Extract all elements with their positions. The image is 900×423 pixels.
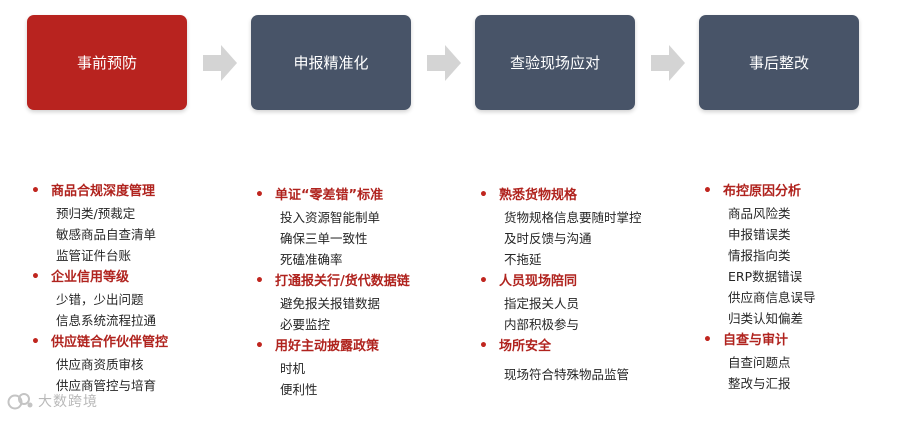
list-item: 便利性 — [280, 382, 318, 397]
bullet-icon: • — [703, 332, 712, 348]
list-item: 自查问题点 — [728, 355, 791, 370]
group-title-text: 供应链合作伙伴管控 — [51, 335, 169, 350]
list-item: 供应商资质审核 — [56, 357, 144, 372]
list-item: 内部积极参与 — [504, 317, 580, 332]
list-item: 时机 — [280, 361, 306, 376]
watermark: 大数跨境 — [6, 391, 98, 411]
list-item: 敏感商品自查清单 — [56, 227, 157, 242]
bullet-icon: • — [703, 183, 712, 199]
bullet-icon: • — [255, 187, 264, 203]
list-item: 货物规格信息要随时掌控 — [504, 210, 642, 225]
stage-label: 事后整改 — [748, 54, 809, 72]
list-item: 少错，少出问题 — [56, 292, 144, 307]
stage-prevention: 事前预防 — [27, 15, 187, 110]
bullet-icon: • — [31, 183, 40, 199]
list-item: 供应商信息误导 — [728, 290, 816, 305]
bullet-icon: • — [31, 334, 40, 350]
list-item: 必要监控 — [280, 317, 331, 332]
watermark-text: 大数跨境 — [38, 394, 98, 410]
group: • 熟悉货物规格 货物规格信息要随时掌控 及时反馈与沟通 不拖延 — [475, 184, 642, 270]
list-item: 信息系统流程拉通 — [56, 313, 157, 328]
group-title-text: 企业信用等级 — [51, 270, 130, 285]
list-item: 整改与汇报 — [728, 376, 791, 391]
list-item: 申报错误类 — [728, 227, 791, 242]
column-inspection: • 熟悉货物规格 货物规格信息要随时掌控 及时反馈与沟通 不拖延 • 人员现场陪同 … — [475, 184, 642, 385]
column-rectification: • 布控原因分析 商品风险类 申报错误类 情报指向类 ERP数据错误 供应商信息误… — [699, 180, 816, 394]
group-title-text: 打通报关行/货代数据链 — [275, 274, 410, 289]
list-item: 及时反馈与沟通 — [504, 231, 592, 246]
group-title: • 布控原因分析 — [699, 180, 816, 203]
group: • 打通报关行/货代数据链 避免报关报错数据 必要监控 — [251, 270, 410, 335]
list-item: 归类认知偏差 — [728, 311, 804, 326]
list-item: 监管证件台账 — [56, 248, 132, 263]
group-title: • 自查与审计 — [699, 329, 816, 352]
group-title-text: 用好主动披露政策 — [275, 339, 380, 354]
list-item: 死磕准确率 — [280, 252, 343, 267]
group-title-text: 商品合规深度管理 — [51, 184, 156, 199]
group: • 供应链合作伙伴管控 供应商资质审核 供应商管控与培育 — [27, 331, 168, 396]
stage-label: 事前预防 — [76, 54, 137, 72]
group-title-text: 单证“零差错”标准 — [275, 188, 384, 203]
list-item: 情报指向类 — [728, 248, 791, 263]
column-declaration: • 单证“零差错”标准 投入资源智能制单 确保三单一致性 死磕准确率 • 打通报关行… — [251, 184, 410, 400]
group-title: • 单证“零差错”标准 — [251, 184, 410, 207]
list-item: 指定报关人员 — [504, 296, 580, 311]
group-title-text: 布控原因分析 — [723, 184, 802, 199]
list-item: 投入资源智能制单 — [280, 210, 381, 225]
group-title: • 供应链合作伙伴管控 — [27, 331, 168, 354]
group-title: • 场所安全 — [475, 335, 642, 358]
group-title: • 人员现场陪同 — [475, 270, 642, 293]
group-title: • 商品合规深度管理 — [27, 180, 168, 203]
group: • 企业信用等级 少错，少出问题 信息系统流程拉通 — [27, 266, 168, 331]
bullet-icon: • — [255, 338, 264, 354]
group-title: • 企业信用等级 — [27, 266, 168, 289]
list-item: 商品风险类 — [728, 206, 791, 221]
arrow-right-icon — [427, 45, 461, 81]
group: • 商品合规深度管理 预归类/预裁定 敏感商品自查清单 监管证件台账 — [27, 180, 168, 266]
group-title-text: 自查与审计 — [723, 333, 789, 348]
group-title: • 熟悉货物规格 — [475, 184, 642, 207]
list-item: 避免报关报错数据 — [280, 296, 381, 311]
bullet-icon: • — [479, 187, 488, 203]
bullet-icon: • — [479, 273, 488, 289]
group: • 人员现场陪同 指定报关人员 内部积极参与 — [475, 270, 642, 335]
bullet-icon: • — [479, 338, 488, 354]
stage-label: 申报精准化 — [293, 54, 369, 72]
list-item: 不拖延 — [504, 252, 542, 267]
group-title: • 打通报关行/货代数据链 — [251, 270, 410, 293]
group-title-text: 熟悉货物规格 — [499, 188, 578, 203]
group-title-text: 场所安全 — [499, 339, 552, 354]
stage-label: 查验现场应对 — [509, 54, 600, 72]
stage-rectification: 事后整改 — [699, 15, 859, 110]
group: • 用好主动披露政策 时机 便利性 — [251, 335, 410, 400]
group: • 布控原因分析 商品风险类 申报错误类 情报指向类 ERP数据错误 供应商信息误… — [699, 180, 816, 329]
group-title: • 用好主动披露政策 — [251, 335, 410, 358]
list-item: 确保三单一致性 — [280, 231, 368, 246]
arrow-right-icon — [203, 45, 237, 81]
group: • 自查与审计 自查问题点 整改与汇报 — [699, 329, 816, 394]
list-item: 供应商管控与培育 — [56, 378, 157, 393]
column-prevention: • 商品合规深度管理 预归类/预裁定 敏感商品自查清单 监管证件台账 • 企业信用等… — [27, 180, 168, 396]
stage-declaration: 申报精准化 — [251, 15, 411, 110]
list-item: ERP数据错误 — [728, 269, 803, 284]
logo-mark-icon — [7, 393, 33, 410]
group: • 单证“零差错”标准 投入资源智能制单 确保三单一致性 死磕准确率 — [251, 184, 410, 270]
list-item: 现场符合特殊物品监管 — [504, 367, 630, 382]
list-item: 预归类/预裁定 — [56, 206, 136, 221]
arrow-right-icon — [651, 45, 685, 81]
group-title-text: 人员现场陪同 — [499, 274, 578, 289]
group: • 场所安全 现场符合特殊物品监管 — [475, 335, 642, 385]
bullet-icon: • — [255, 273, 264, 289]
stage-inspection: 查验现场应对 — [475, 15, 635, 110]
bullet-icon: • — [31, 269, 40, 285]
